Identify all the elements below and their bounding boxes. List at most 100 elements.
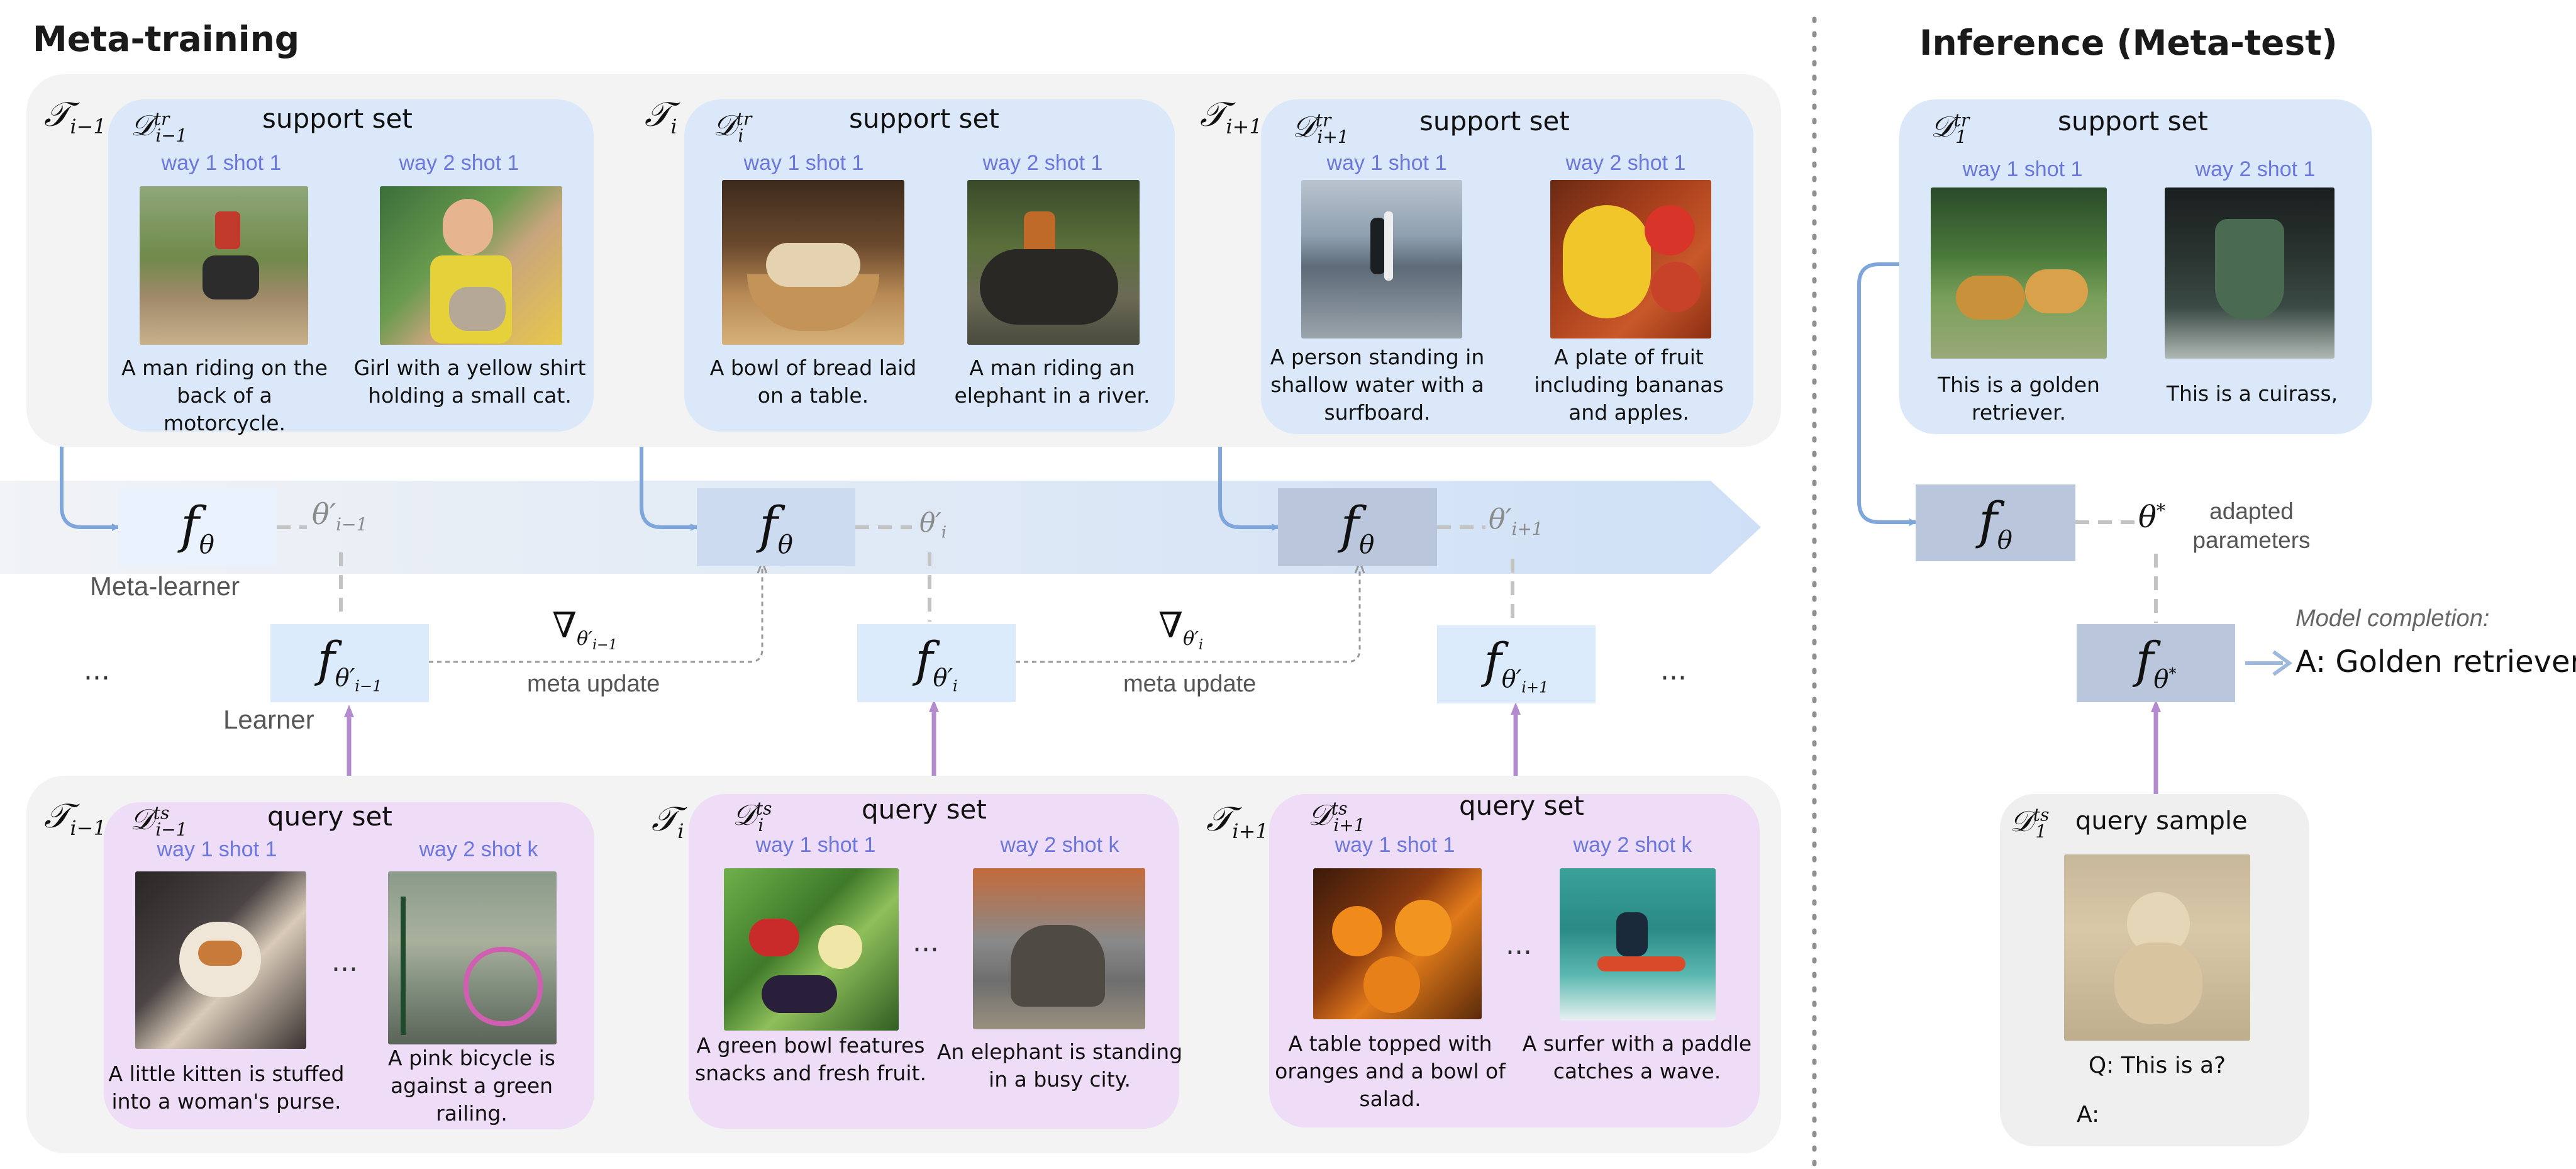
dataset-symbol: 𝒟tsi+1: [1308, 798, 1365, 836]
gradient-symbol-1: ∇θ′i−1: [552, 605, 618, 654]
shot-label: way 1 shot 1: [1326, 151, 1447, 175]
inference-f-theta: fθ: [1916, 484, 2075, 561]
photo-golden-retrievers: [1931, 187, 2107, 359]
meta-training-title: Meta-training: [33, 19, 300, 59]
meta-update-label-2: meta update: [1123, 671, 1257, 697]
dataset-symbol: 𝒟ts1: [2010, 804, 2050, 842]
theta-star-label: θ*: [2138, 500, 2165, 535]
shot-label: way 1 shot 1: [755, 833, 876, 857]
meta-update-label-1: meta update: [527, 671, 660, 697]
ellipsis-right: ...: [1660, 654, 1687, 686]
gradient-symbol-2: ∇θ′i: [1158, 605, 1204, 654]
query-set-label: query set: [862, 794, 987, 825]
query-set-card-1: 𝒟tsi−1 query set way 1 shot 1 way 2 shot…: [104, 801, 594, 1129]
theta-prime-label-3: θ′i+1: [1489, 503, 1543, 539]
dataset-symbol: 𝒟tr1: [1931, 109, 1970, 148]
task-label-cur-top: 𝒯i: [645, 94, 677, 138]
shot-label: way 1 shot 1: [1962, 157, 2083, 181]
photo-cuirass: [2165, 187, 2334, 359]
photo-bread-bowl: [722, 180, 904, 345]
meta-update-arrow-1: [429, 568, 762, 663]
photo-elephant-river: [967, 180, 1140, 345]
query-caption: A pink bicycle is against a green railin…: [388, 1046, 555, 1126]
support-caption: This is a cuirass,: [2166, 381, 2338, 406]
model-completion-answer: A: Golden retriever.: [2296, 644, 2576, 680]
shot-label: way 1 shot 1: [743, 151, 864, 175]
photo-green-bowl: [724, 868, 899, 1031]
task-label-prev-top: 𝒯i−1: [44, 94, 106, 138]
inference-support-set-card: 𝒟tr1 support set way 1 shot 1 way 2 shot…: [1899, 99, 2372, 434]
shot-label: way 1 shot 1: [157, 837, 277, 861]
photo-query-dog: [2064, 854, 2250, 1041]
shot-label: way 2 shot k: [1000, 833, 1119, 857]
photo-fruit-plate: [1550, 180, 1711, 338]
support-caption: This is a golden retriever.: [1938, 372, 2100, 425]
theta-prime-label-1: θ′i−1: [312, 497, 368, 535]
meta-learner-f-theta-1: fθ: [118, 488, 277, 566]
support-caption: A person standing in shallow water with …: [1270, 345, 1485, 425]
ellipsis-inline: ...: [331, 946, 358, 978]
support-set-card-1: 𝒟tri−1 support set way 1 shot 1 way 2 sh…: [108, 99, 594, 435]
query-set-label: query set: [1459, 790, 1584, 821]
photo-surfboard: [1301, 180, 1462, 338]
query-sample-label: query sample: [2075, 807, 2248, 836]
query-set-card-3: 𝒟tsi+1 query set way 1 shot 1 way 2 shot…: [1269, 790, 1760, 1127]
task-label-prev-bottom: 𝒯i−1: [44, 796, 106, 840]
shot-label: way 2 shot 1: [399, 151, 519, 175]
support-set-label: support set: [2058, 106, 2208, 137]
adapted-parameters-label: adapted parameters: [2192, 498, 2311, 553]
learner-f-theta-prime-2: fθ′i: [857, 624, 1016, 702]
query-caption: A surfer with a paddle catches a wave.: [1522, 1031, 1752, 1083]
shot-label: way 1 shot 1: [1335, 833, 1455, 857]
query-answer-prompt: A:: [2077, 1102, 2100, 1127]
task-label-next-top: 𝒯i+1: [1200, 94, 1262, 138]
shot-label: way 2 shot 1: [982, 151, 1103, 175]
query-caption: A green bowl features snacks and fresh f…: [695, 1033, 926, 1085]
support-set-label: support set: [1419, 106, 1570, 137]
theta-prime-label-2: θ′i: [919, 507, 947, 542]
support-caption: A plate of fruit including bananas and a…: [1534, 345, 1724, 425]
meta-learner-label: Meta-learner: [90, 571, 240, 601]
learner-label: Learner: [223, 705, 314, 734]
dataset-symbol: 𝒟tsi: [733, 798, 772, 836]
photo-kitten-purse: [135, 871, 306, 1049]
support-set-card-3: 𝒟tri+1 support set way 1 shot 1 way 2 sh…: [1261, 99, 1753, 434]
learner-f-theta-prime-1: fθ′i−1: [270, 624, 429, 702]
query-set-card-2: 𝒟tsi query set way 1 shot 1 way 2 shot k…: [689, 794, 1182, 1129]
inference-title: Inference (Meta-test): [1919, 23, 2338, 63]
photo-surfer-paddle: [1560, 868, 1716, 1021]
ellipsis-inline: ...: [1506, 929, 1532, 961]
query-caption: A table topped with oranges and a bowl o…: [1275, 1031, 1506, 1111]
dataset-symbol: 𝒟tri: [713, 108, 752, 147]
support-arrow-inference: [1857, 262, 1917, 526]
dataset-symbol: 𝒟tri−1: [131, 108, 187, 147]
shot-label: way 1 shot 1: [161, 151, 282, 175]
support-caption: A man riding on the back of a motorcycle…: [121, 355, 328, 435]
support-set-label: support set: [849, 103, 999, 134]
task-label-cur-bottom: 𝒯i: [652, 799, 684, 843]
shot-label: way 2 shot k: [419, 837, 538, 861]
inference-f-theta-star: fθ*: [2077, 624, 2235, 702]
query-caption: A little kitten is stuffed into a woman'…: [108, 1061, 345, 1114]
shot-label: way 2 shot k: [1573, 833, 1692, 857]
photo-motorcycle: [140, 186, 308, 345]
query-sample-card: 𝒟ts1 query sample Q: This is a? A:: [2000, 794, 2309, 1146]
meta-learner-f-theta-2: fθ: [697, 488, 855, 566]
support-set-card-2: 𝒟tri support set way 1 shot 1 way 2 shot…: [684, 99, 1175, 432]
shot-label: way 2 shot 1: [2195, 157, 2316, 181]
query-question: Q: This is a?: [2088, 1053, 2226, 1078]
query-caption: An elephant is standing in a busy city.: [936, 1039, 1183, 1092]
meta-update-arrow-2: [1016, 568, 1360, 663]
shot-label: way 2 shot 1: [1565, 151, 1686, 175]
dataset-symbol: 𝒟tri+1: [1292, 109, 1349, 148]
support-set-label: support set: [262, 103, 413, 134]
support-caption: Girl with a yellow shirt holding a small…: [353, 355, 586, 408]
dataset-symbol: 𝒟tsi−1: [130, 802, 187, 841]
task-label-next-bottom: 𝒯i+1: [1206, 799, 1269, 843]
support-caption: A man riding an elephant in a river.: [954, 355, 1150, 408]
support-caption: A bowl of bread laid on a table.: [709, 355, 917, 408]
photo-elephant-city: [973, 868, 1145, 1029]
learner-f-theta-prime-3: fθ′i+1: [1437, 625, 1596, 703]
photo-pink-bicycle: [388, 871, 557, 1044]
query-set-label: query set: [267, 801, 392, 832]
